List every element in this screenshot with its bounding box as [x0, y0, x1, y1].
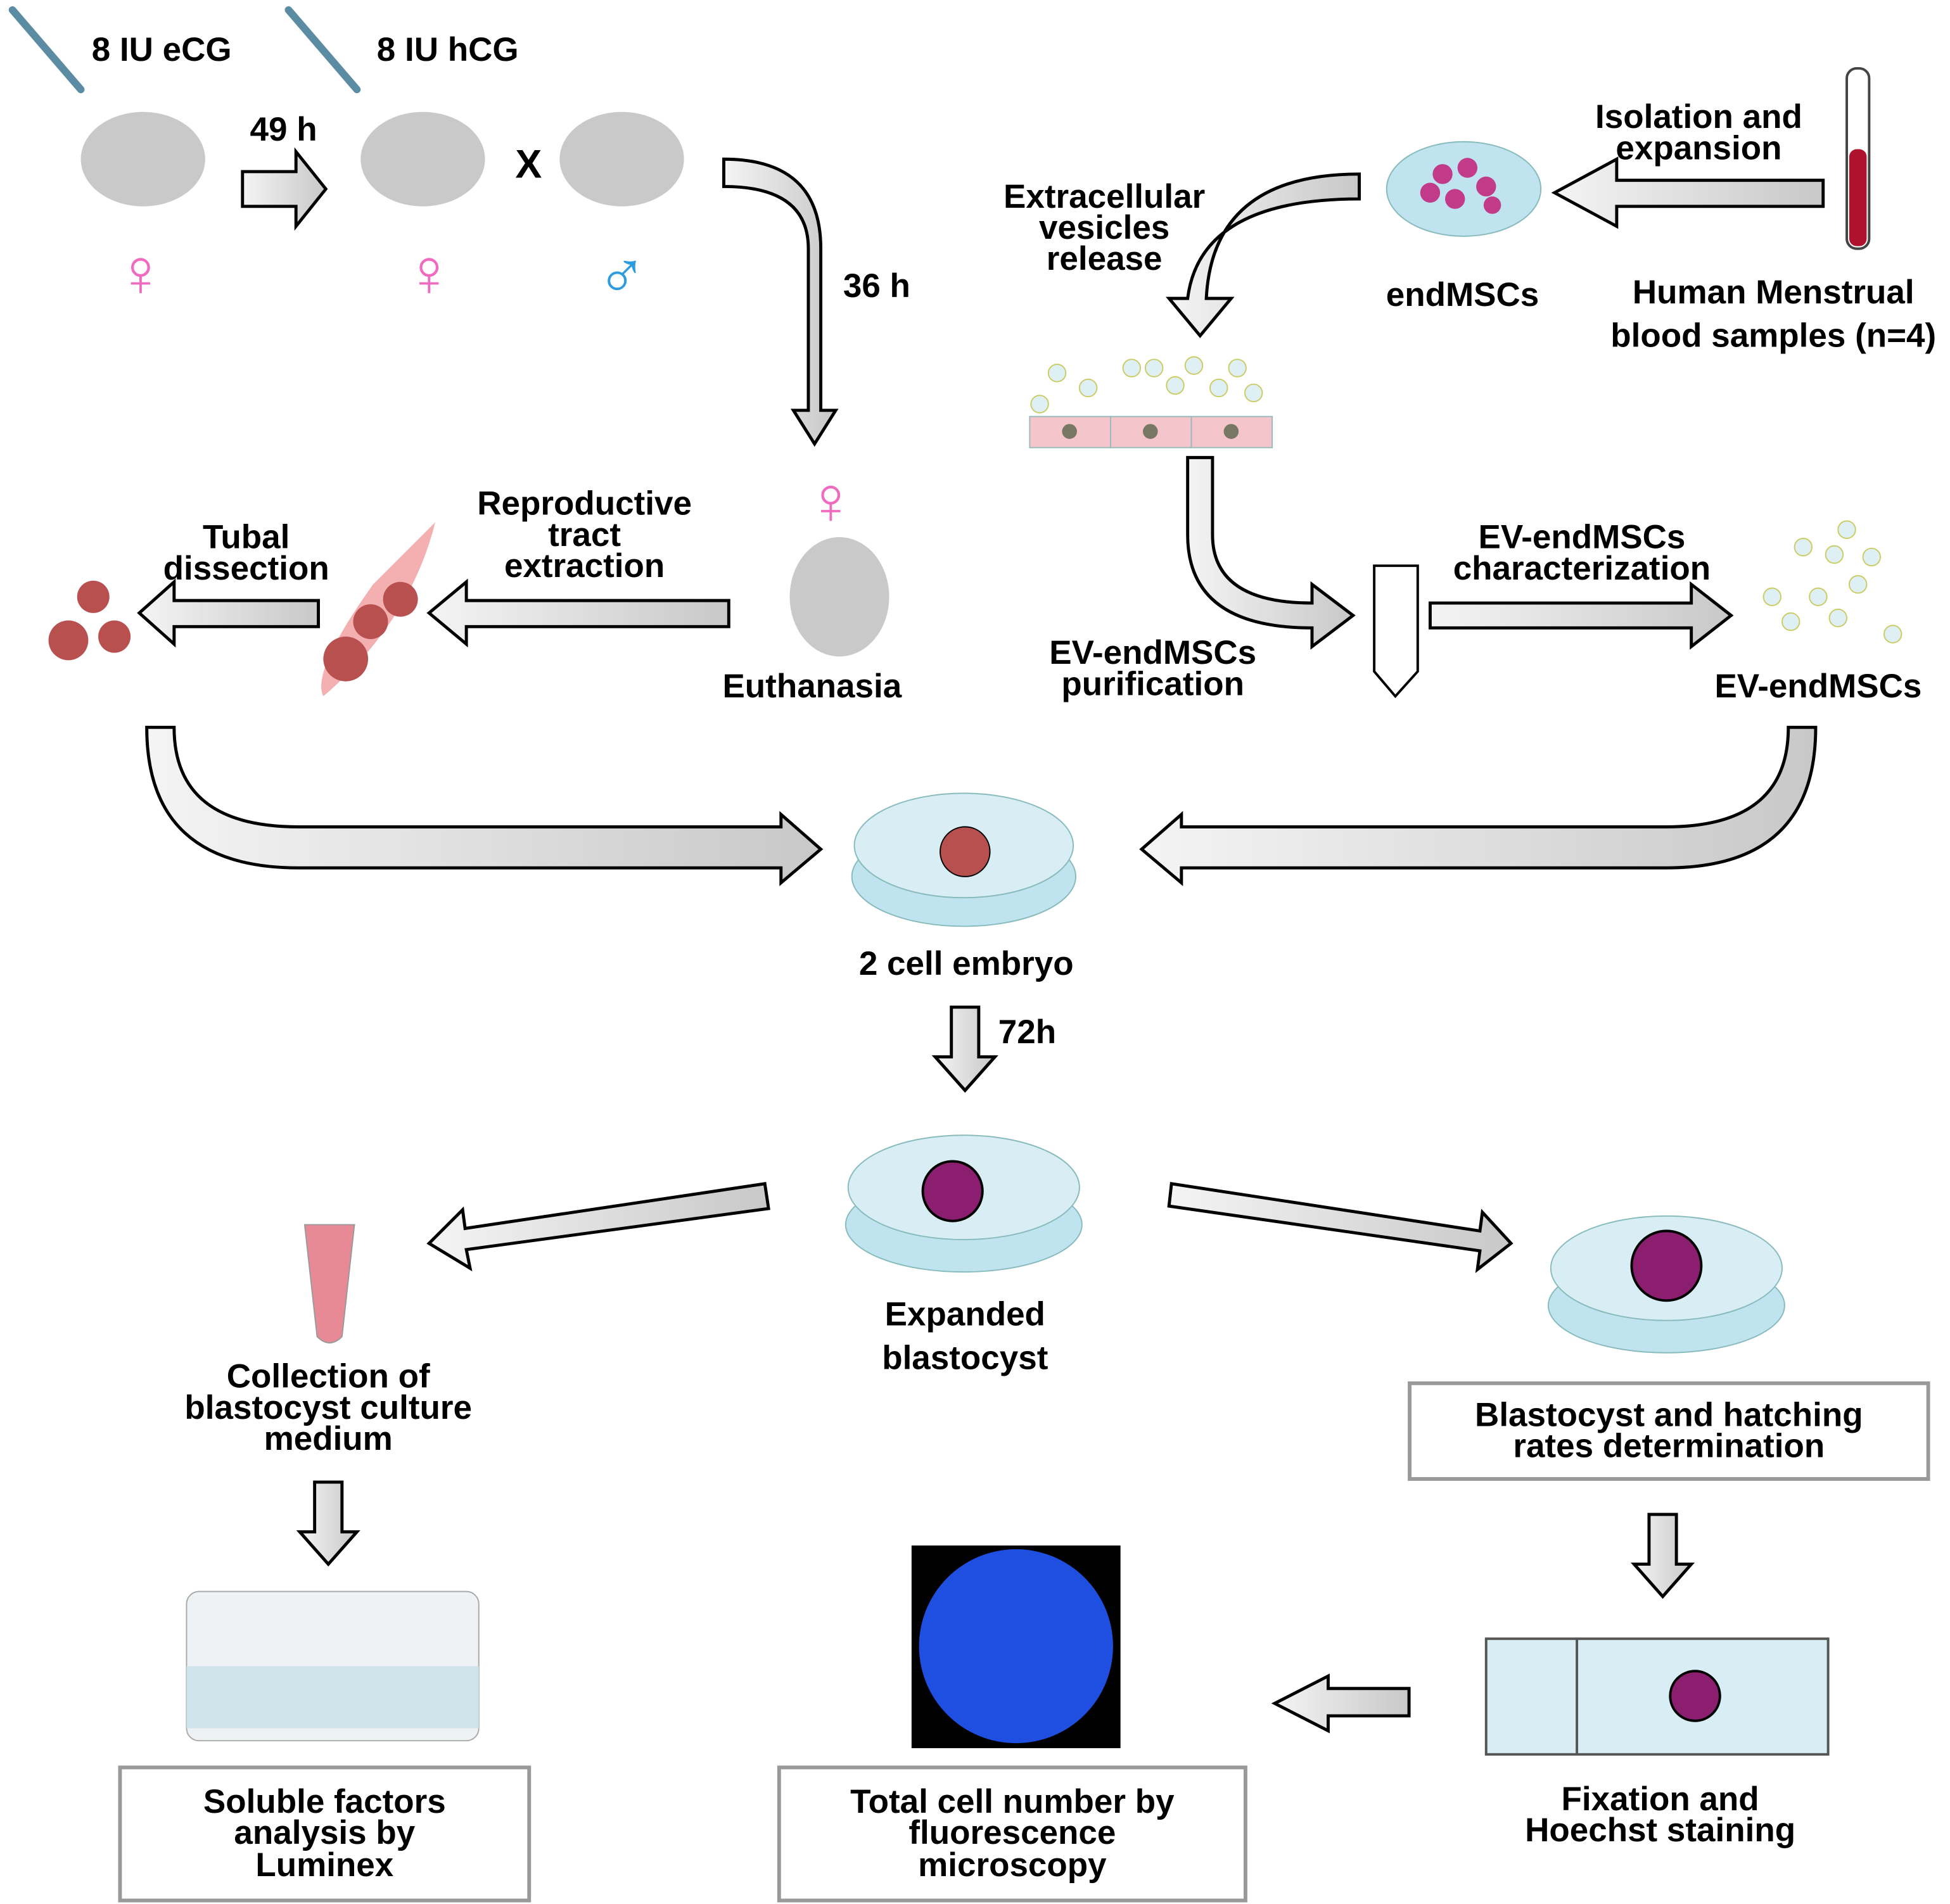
petri-dish-2cell	[851, 792, 1076, 927]
arrow-to-fixation	[1630, 1513, 1695, 1599]
label-ev-purification: EV-endMSCs purification	[1049, 634, 1257, 703]
label-cross: X	[515, 141, 542, 187]
label-2-cell-embryo: 2 cell embryo	[858, 944, 1074, 982]
arrow-repro	[426, 578, 730, 648]
cell-culture-dish	[1386, 141, 1542, 237]
male-icon: ♂	[596, 236, 647, 311]
label-tubal: Tubal dissection	[163, 518, 329, 587]
vesicles	[1030, 356, 1902, 644]
luminex-machine-icon	[186, 1590, 480, 1742]
arrow-72h	[931, 1005, 998, 1093]
label-repro: Reproductive tract extraction	[477, 485, 692, 585]
label-ev-characterization: EV-endMSCs characterization	[1453, 518, 1711, 587]
arrow-to-collection	[426, 1181, 770, 1272]
label-ecg: 8 IU eCG	[91, 31, 232, 68]
label-expanded-blastocyst: Expanded blastocyst	[882, 1295, 1048, 1377]
label-fixation: Fixation and Hoechst staining	[1525, 1780, 1796, 1850]
label-euthanasia: Euthanasia	[722, 668, 902, 706]
label-isolation: Isolation and expansion	[1595, 98, 1802, 167]
arrow-36h	[722, 157, 839, 447]
arrow-49h	[241, 147, 328, 231]
mouse-icon	[80, 111, 889, 657]
centrifuge-tube-icon	[1373, 564, 1419, 699]
box-fluorescence: Total cell number by fluorescence micros…	[777, 1765, 1247, 1903]
arrow-to-fluor	[1271, 1673, 1411, 1734]
arrow-to-luminex	[296, 1480, 360, 1567]
fluorescence-image	[911, 1545, 1121, 1748]
label-36h: 36 h	[843, 267, 910, 305]
eppendorf-tube-icon	[303, 1224, 355, 1344]
epithelial-cells	[1029, 416, 1273, 448]
label-ev-endmscs: EV-endMSCs	[1714, 668, 1922, 706]
female-icon: ♀	[404, 236, 454, 311]
label-49h: 49 h	[250, 110, 317, 148]
female-icon: ♀	[805, 464, 857, 538]
microscope-slide-icon	[1484, 1637, 1830, 1756]
arrow-tubal	[137, 578, 320, 648]
box-rates: Blastocyst and hatching rates determinat…	[1408, 1381, 1930, 1481]
embryos	[48, 580, 418, 682]
arrow-left-merge	[145, 725, 824, 887]
arrow-characterization	[1428, 581, 1734, 650]
label-72h: 72h	[998, 1013, 1057, 1051]
label-menstrual: Human Menstrual blood samples (n=4)	[1610, 273, 1937, 355]
petri-dish-blastocyst	[844, 1134, 1083, 1273]
female-icon: ♀	[115, 236, 166, 311]
label-ev-release: Extracellular vesicles release	[1004, 177, 1206, 278]
arrow-ev-release	[1165, 172, 1361, 338]
petri-dish-rates	[1547, 1215, 1785, 1354]
arrow-to-rates	[1167, 1181, 1513, 1273]
label-collection: Collection of blastocyst culture medium	[184, 1357, 473, 1458]
syringe-icon	[8, 6, 361, 94]
arrow-isolation	[1551, 156, 1825, 229]
box-luminex: Soluble factors analysis by Luminex	[118, 1765, 532, 1903]
label-hcg: 8 IU hCG	[376, 31, 519, 68]
arrow-right-merge	[1139, 725, 1818, 887]
arrow-purification	[1186, 455, 1356, 650]
label-endmscs: endMSCs	[1386, 276, 1539, 314]
